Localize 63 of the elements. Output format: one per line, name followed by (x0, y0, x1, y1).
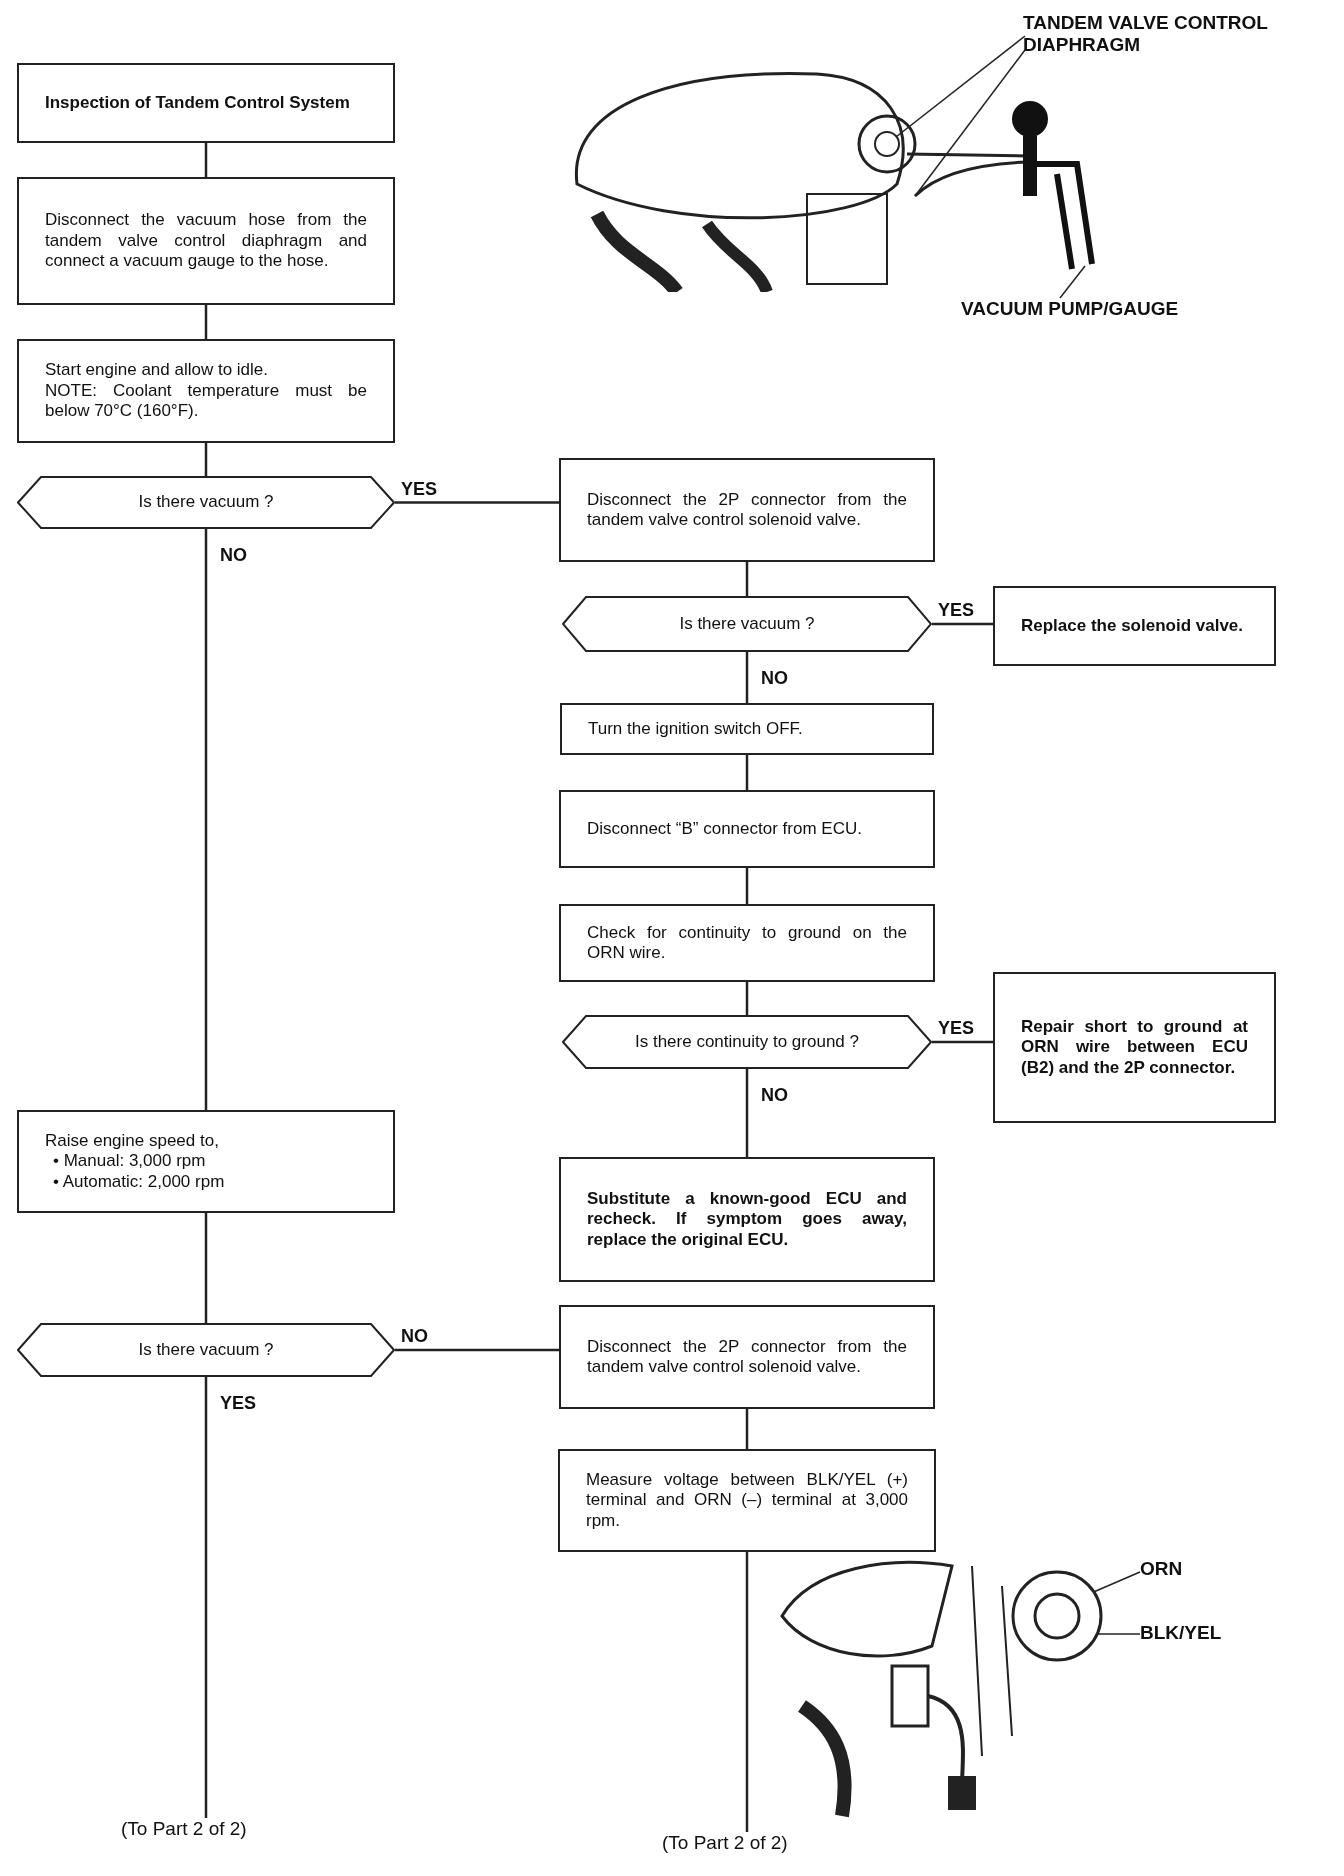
process-box (559, 790, 935, 868)
connector-line (204, 1213, 208, 1323)
step-text: NOTE: Coolant temperature must be below 70°C (160°F). (45, 380, 367, 422)
process-box (559, 458, 935, 562)
connector-line (745, 1409, 749, 1449)
continuation-note: (To Part 2 of 2) (121, 1818, 291, 1846)
connector-line (745, 1552, 749, 1832)
part-label: VACUUM PUMP/GAUGE (961, 298, 1241, 326)
decision-hexagon (562, 1015, 932, 1069)
connector-line (745, 1069, 749, 1157)
step-text: Turn the ignition switch OFF. (588, 718, 804, 740)
connector-line (395, 501, 559, 504)
connector-line (745, 982, 749, 1015)
process-box (17, 177, 395, 305)
process-box (993, 586, 1276, 666)
step-text: Substitute a known-good ECU and recheck. If symptom goes away, replace the original ECU. (587, 1188, 907, 1251)
process-box (17, 339, 395, 443)
connector-line (932, 1040, 993, 1044)
process-box (559, 904, 935, 982)
step-text: Disconnect “B” connector from ECU. (587, 818, 863, 840)
connector-line (204, 529, 208, 1110)
part-label: BLK/YEL (1140, 1622, 1240, 1648)
connector-line (204, 443, 208, 476)
process-box (17, 63, 395, 143)
continuation-note: (To Part 2 of 2) (662, 1832, 832, 1860)
step-text: Raise engine speed to, (45, 1130, 220, 1152)
connector-line (395, 1348, 559, 1352)
connector-line (745, 562, 749, 596)
decision-text: Is there continuity to ground ? (635, 1031, 859, 1053)
part-label: TANDEM VALVE CONTROL DIAPHRAGM (1023, 12, 1333, 62)
step-text: Start engine and allow to idle. (45, 360, 270, 381)
process-box (560, 703, 934, 755)
process-box (559, 1157, 935, 1282)
step-text: Measure voltage between BLK/YEL (+) terminal and ORN (–) terminal at 3,000 rpm. (586, 1469, 908, 1532)
leader-line (914, 49, 1026, 197)
decision-text: Is there vacuum ? (679, 613, 815, 635)
decision-text: Is there vacuum ? (138, 492, 274, 513)
connector-line (745, 868, 749, 904)
connector-line (204, 143, 208, 177)
connector-line (745, 755, 749, 790)
step-text: Check for continuity to ground on the ORN wire. (587, 922, 907, 964)
step-text: Disconnect the vacuum hose from the tandem valve control diaphragm and connect a vacuum gauge to the hose. (45, 210, 367, 272)
decision-hexagon (17, 476, 395, 529)
decision-hexagon (17, 1323, 395, 1377)
step-text: Inspection of Tandem Control System (45, 92, 351, 114)
step-text: Repair short to ground at ORN wire between ECU (B2) and the 2P connector. (1021, 1016, 1248, 1079)
connector-line (932, 622, 993, 626)
process-box (559, 1305, 935, 1409)
process-box (558, 1449, 936, 1552)
decision-text: Is there vacuum ? (138, 1339, 274, 1361)
process-box (993, 972, 1276, 1123)
step-text: • Automatic: 2,000 rpm (53, 1171, 226, 1193)
step-text: Replace the solenoid valve. (1021, 615, 1245, 637)
decision-hexagon (562, 596, 932, 652)
process-box (17, 1110, 395, 1213)
step-text: • Manual: 3,000 rpm (53, 1151, 207, 1172)
connector-line (204, 305, 208, 339)
step-text: Disconnect the 2P connector from the tandem valve control solenoid valve. (587, 489, 907, 531)
part-label: ORN (1140, 1558, 1210, 1584)
step-text: Disconnect the 2P connector from the tandem valve control solenoid valve. (587, 1336, 907, 1378)
connector-line (204, 1377, 208, 1818)
leader-line (1059, 265, 1086, 299)
connector-line (745, 652, 749, 703)
